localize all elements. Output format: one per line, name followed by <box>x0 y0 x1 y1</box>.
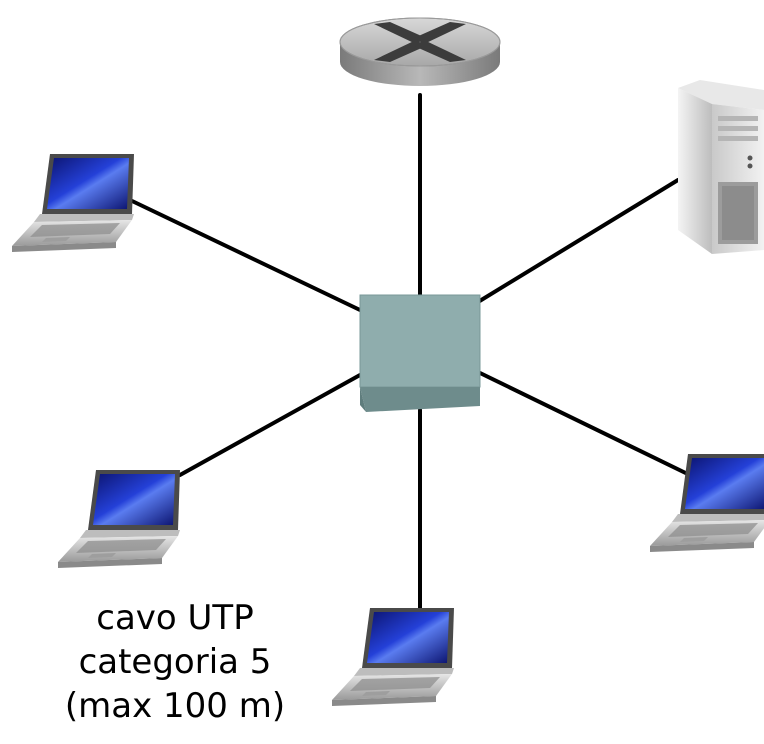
laptop-icon <box>58 470 180 568</box>
cable-laptop-right <box>476 370 702 482</box>
caption-line-max-length: (max 100 m) <box>64 686 286 726</box>
laptop-icon <box>332 608 454 706</box>
laptop-icon <box>650 454 764 552</box>
cable-server <box>476 178 680 304</box>
switch-icon <box>359 294 481 412</box>
cable-laptop-bottom-left <box>178 373 362 477</box>
router-icon <box>339 17 501 86</box>
cable-laptop-top-left <box>128 198 362 312</box>
caption-line-cable-type: cavo UTP <box>96 598 254 638</box>
cables <box>128 93 702 614</box>
server-tower-icon <box>678 80 764 254</box>
caption-line-category: categoria 5 <box>78 642 272 682</box>
cable-caption: cavo UTP categoria 5 (max 100 m) <box>40 596 310 728</box>
laptop-icon <box>12 154 134 252</box>
